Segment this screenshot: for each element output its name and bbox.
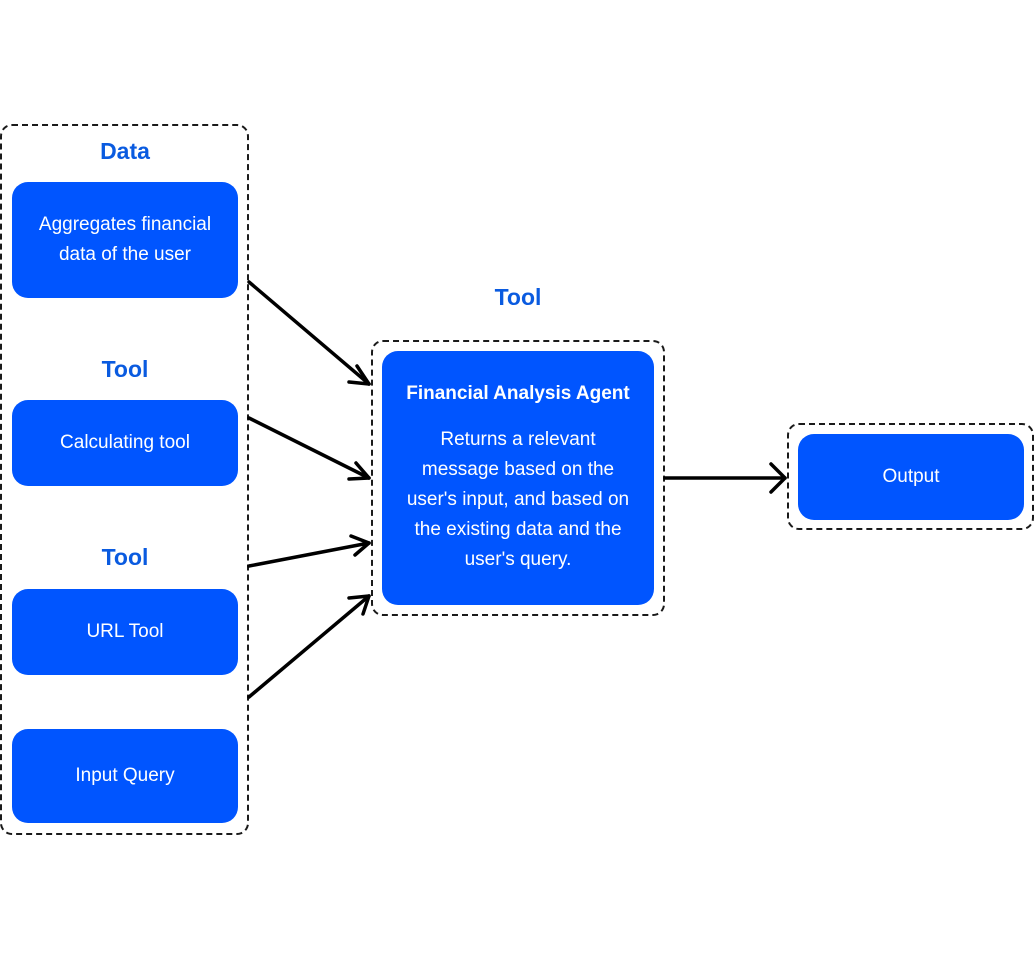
- url-tool-box: URL Tool: [12, 589, 238, 675]
- data-label: Data: [100, 138, 150, 164]
- output-text: Output: [882, 466, 940, 487]
- url-tool-text: URL Tool: [86, 621, 164, 642]
- calculating-tool-box: Calculating tool: [12, 400, 238, 486]
- arrow-calculating-to-agent: [247, 416, 371, 481]
- agent-description: Returns a relevant message based on the …: [406, 429, 630, 570]
- input-query-text: Input Query: [75, 765, 175, 786]
- calculating-tool-text: Calculating tool: [60, 432, 190, 453]
- inputs-group-frame: [0, 124, 249, 835]
- arrow-agent-to-output: [663, 462, 787, 494]
- tool-label-url: Tool: [101, 544, 149, 570]
- agent-title: Financial Analysis Agent: [406, 383, 630, 404]
- arrow-query-to-agent: [247, 594, 371, 699]
- arrow-aggregates-to-agent: [247, 280, 371, 386]
- arrow-url-to-agent: [247, 534, 371, 568]
- aggregates-text: Aggregates financial data of the user: [38, 214, 212, 265]
- output-box: Output: [798, 434, 1024, 520]
- tool-label-calculating: Tool: [101, 356, 149, 382]
- aggregates-financial-data-box: Aggregates financial data of the user: [12, 182, 238, 298]
- input-query-box: Input Query: [12, 729, 238, 823]
- financial-analysis-agent-box: Financial Analysis Agent Returns a relev…: [382, 351, 654, 605]
- output-group-frame: [787, 423, 1034, 530]
- tool-label-agent: Tool: [494, 284, 542, 310]
